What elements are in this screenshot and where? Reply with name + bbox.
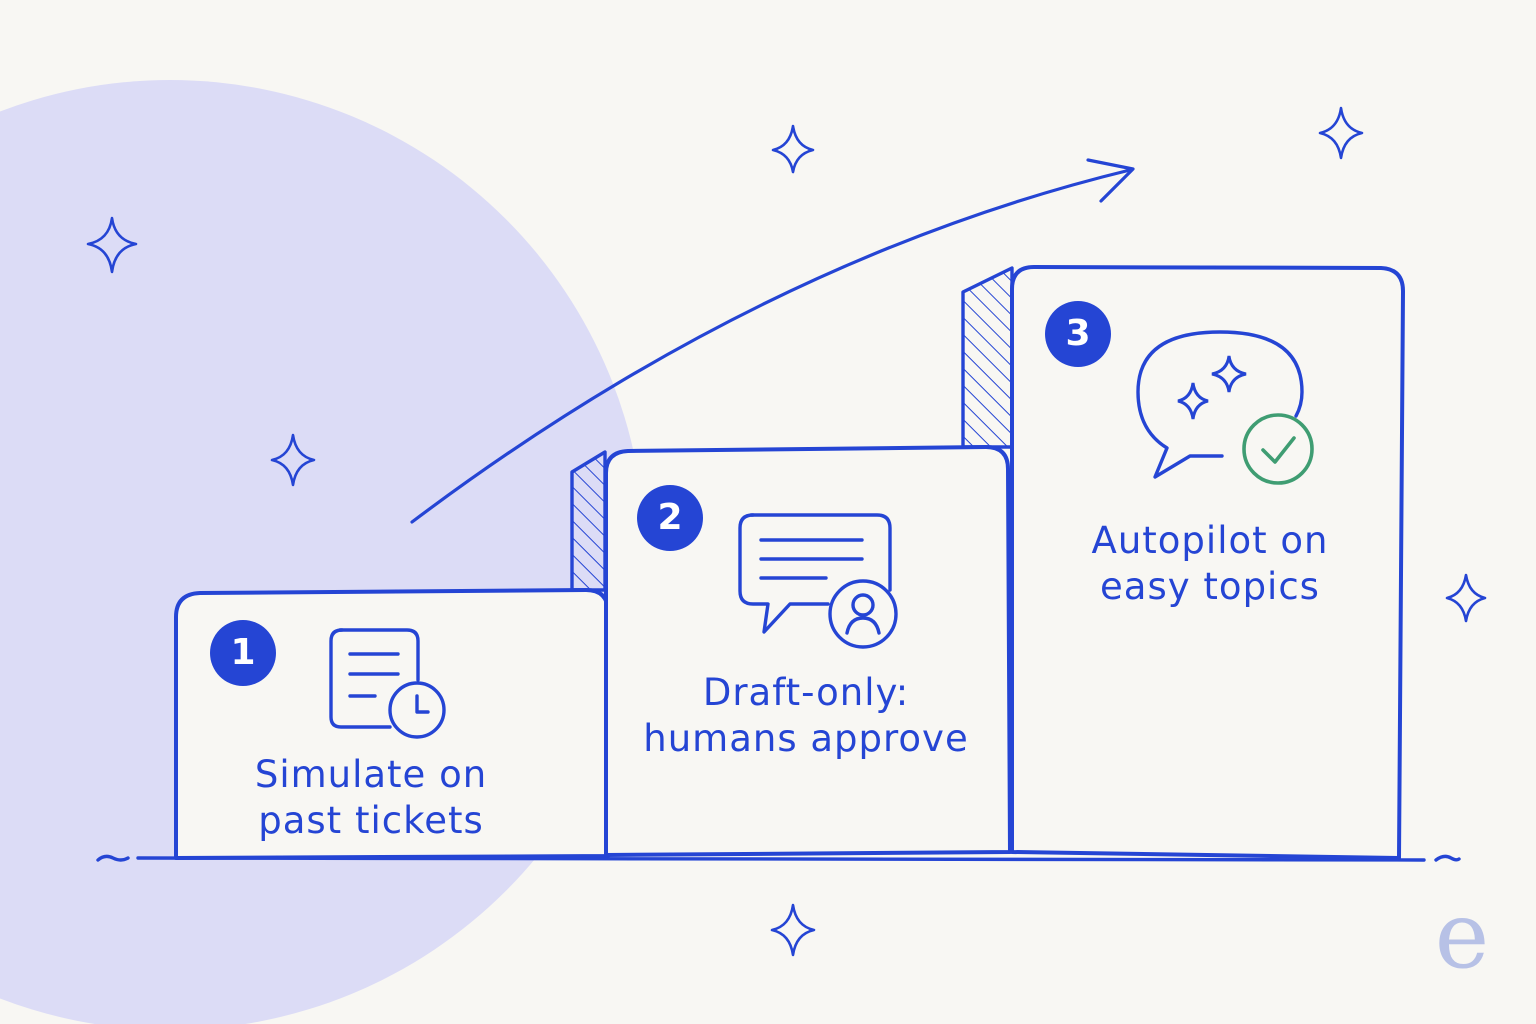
growth-arrow xyxy=(410,158,1135,524)
step-1-label-line-1: Simulate on xyxy=(254,753,488,796)
sparkle-icon xyxy=(1445,573,1487,623)
step-2-side-wall xyxy=(570,450,607,592)
step-1-label: Simulate on past tickets xyxy=(206,752,536,844)
chat-sparkle-check-icon xyxy=(1136,330,1314,485)
step-2-block xyxy=(604,445,1012,857)
sparkle-icon xyxy=(86,216,138,274)
brand-logo: e xyxy=(1434,882,1490,989)
ground-line xyxy=(96,854,1461,862)
step-3-label-line-1: Autopilot on xyxy=(1091,519,1329,562)
step-2-label-line-1: Draft-only: xyxy=(702,671,910,714)
background-circle xyxy=(0,80,645,1024)
step-2-number: 2 xyxy=(657,497,683,538)
step-3-block xyxy=(1010,265,1405,860)
step-1-label-line-2: past tickets xyxy=(258,799,484,842)
chat-user-icon xyxy=(738,513,898,649)
step-3-label-line-2: easy topics xyxy=(1100,565,1320,608)
step-3-number: 3 xyxy=(1065,313,1091,354)
step-3-badge xyxy=(1045,301,1111,367)
document-clock-icon xyxy=(329,628,446,739)
step-2-label: Draft-only: humans approve xyxy=(626,670,986,762)
step-1-badge xyxy=(210,620,276,686)
step-2-label-line-2: humans approve xyxy=(643,717,969,760)
step-3-side-wall xyxy=(961,266,1014,449)
step-2-badge xyxy=(637,485,703,551)
step-3-label: Autopilot on easy topics xyxy=(1040,518,1380,610)
sparkle-icon xyxy=(270,433,316,487)
sparkle-icon xyxy=(1318,106,1364,160)
sparkle-icon xyxy=(771,124,815,174)
step-1-number: 1 xyxy=(230,632,256,673)
sparkle-icon xyxy=(770,903,816,957)
